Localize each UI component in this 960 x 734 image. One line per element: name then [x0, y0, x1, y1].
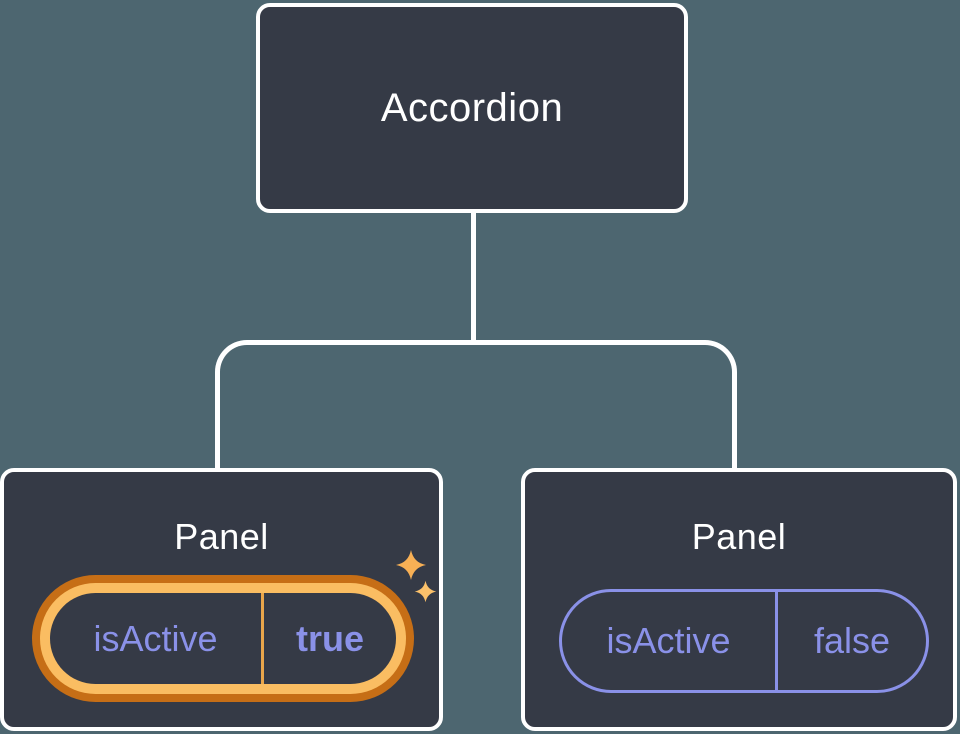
root-node-label: Accordion: [380, 85, 564, 130]
root-node: Accordion: [256, 3, 688, 213]
state-key: isActive: [606, 620, 731, 661]
sparkle-icon-small: [414, 580, 437, 603]
panel-node-active: Panel isActive true: [0, 468, 443, 731]
state-pill-inactive: isActive false: [559, 589, 929, 693]
state-key: isActive: [93, 617, 218, 659]
state-pill-core: isActive true: [50, 593, 396, 684]
panel-label: Panel: [174, 516, 269, 557]
state-value: true: [261, 593, 396, 684]
panel-label: Panel: [691, 516, 787, 557]
state-pill-active: isActive true: [32, 575, 414, 702]
connector-bracket: [215, 340, 737, 470]
sparkle-icon-large: [396, 550, 426, 580]
connector-stem: [471, 210, 476, 343]
panel-node-inactive: Panel isActive false: [521, 468, 957, 731]
state-pill-highlight-ring: isActive true: [40, 583, 406, 694]
state-value: false: [774, 592, 926, 690]
